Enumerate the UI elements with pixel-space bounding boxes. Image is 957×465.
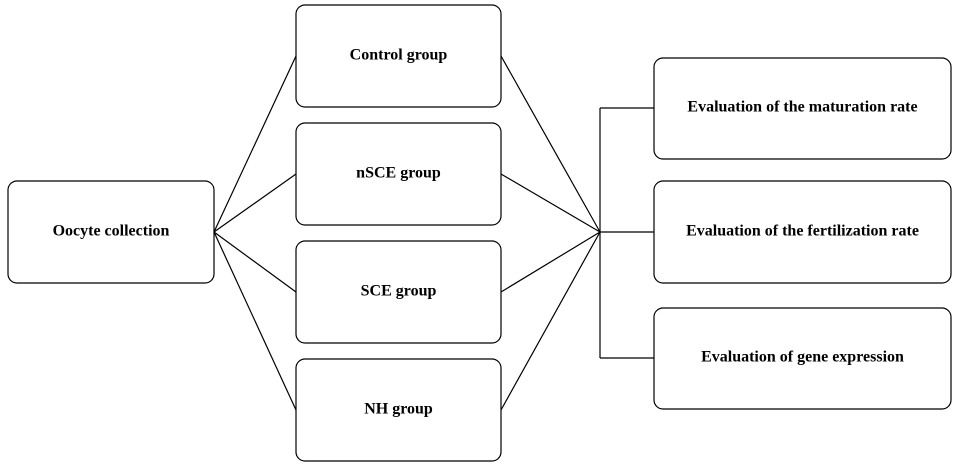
sce-group-box: SCE group [295,240,502,344]
groups-to-hub-connectors [500,55,601,411]
nsce-group-box: nSCE group [295,122,502,226]
oocyte-collection-label: Oocyte collection [53,223,170,240]
control-group-box: Control group [295,4,502,108]
hub-to-evaluations-bracket [599,107,654,359]
control-group-label: Control group [350,47,448,64]
maturation-rate-label: Evaluation of the maturation rate [687,99,917,116]
fertilization-rate-box: Evaluation of the fertilization rate [653,180,952,284]
connector-source-control [213,55,297,233]
nh-group-box: NH group [295,358,502,462]
maturation-rate-box: Evaluation of the maturation rate [653,57,952,160]
connector-source-nh [213,231,297,411]
source-to-groups-connectors [213,55,297,411]
nh-group-label: NH group [364,401,433,418]
oocyte-collection-box: Oocyte collection [7,180,215,284]
nsce-group-label: nSCE group [356,165,441,182]
gene-expression-box: Evaluation of gene expression [653,307,952,410]
connector-control-hub [500,55,601,233]
connector-nsce-hub [500,173,601,233]
gene-expression-label: Evaluation of gene expression [701,349,904,366]
fertilization-rate-label: Evaluation of the fertilization rate [686,223,919,240]
connector-source-nsce [213,173,297,233]
sce-group-label: SCE group [361,283,437,300]
connector-nh-hub [500,231,601,411]
connector-sce-hub [500,231,601,293]
connector-source-sce [213,231,297,293]
